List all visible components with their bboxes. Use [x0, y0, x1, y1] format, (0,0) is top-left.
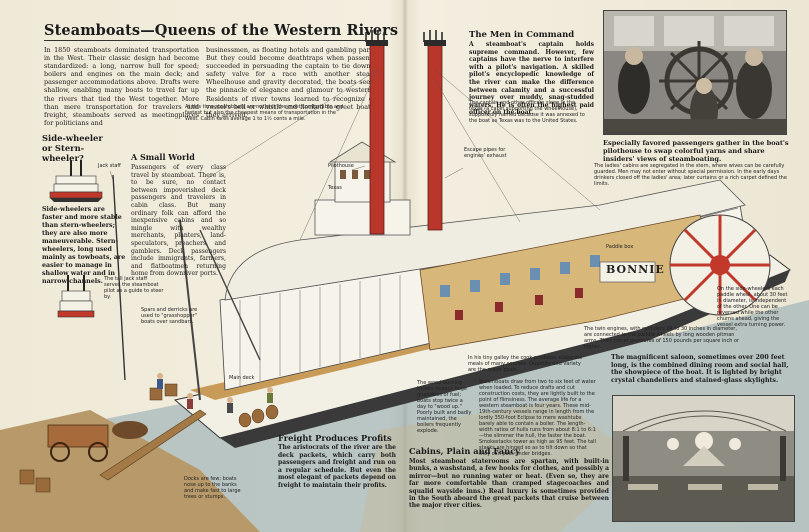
escape-pipes-label: Escape pipes for engines' exhaust	[464, 147, 507, 159]
pilothouse-label: Pilothouse	[328, 163, 354, 169]
stern-wheeler-illustration	[56, 273, 96, 323]
draft-callout: Steamboats draw from two to six feet of …	[479, 379, 596, 457]
freight-text: The aristocrats of the river are the dec…	[278, 444, 396, 489]
saloon-photo	[612, 395, 795, 522]
men-in-command-heading: The Men in Command	[469, 30, 575, 40]
page-gutter	[402, 0, 408, 532]
side-wheeler-illustration	[46, 158, 106, 203]
cabins-heading: Cabins, Plain and Fancy	[409, 446, 521, 456]
ladies-cabins-callout: The ladies' cabins are segregated in the…	[594, 163, 787, 187]
sidebar-heading: Side-wheeler or Stern-wheeler?	[42, 133, 103, 163]
spars-callout: Spars and derricks are used to "grasshop…	[141, 307, 198, 325]
intro-left-column: In 1850 steamboats dominated transportat…	[44, 46, 199, 127]
page-title: Steamboats—Queens of the Western Rivers	[44, 22, 399, 39]
title-rule	[44, 40, 379, 41]
twin-engines-callout: The twin engines, with cylinders 24 to 3…	[584, 326, 740, 350]
texas-label: Texas	[328, 185, 342, 191]
jack-staff-label: Jack staff	[98, 163, 121, 169]
side-wheelers-callout: On the side-wheelers each paddle wheel, …	[717, 286, 788, 328]
freight-heading: Freight Produces Profits	[278, 433, 392, 443]
saloon-caption: The magnificent saloon, sometimes over 2…	[611, 354, 789, 385]
docks-callout: Docks are few; boats nose up to the bank…	[184, 476, 241, 500]
pilothouse-photo-caption: Especially favored passengers gather in …	[603, 139, 789, 164]
boat-name: BONNIE	[606, 263, 665, 276]
sidebar-text: Side-wheelers are faster and more stable…	[42, 206, 126, 285]
galley-callout: In his tiny galley the cook produces ela…	[468, 355, 583, 373]
jack-staff-callout: The tall jack staff serves the steamboat…	[104, 276, 164, 300]
boilers-callout: The wood-burning boilers devour huge qua…	[417, 380, 472, 434]
small-world-heading: A Small World	[131, 152, 195, 162]
texas-officers-callout: The captain and other officers sleep in …	[469, 100, 585, 124]
cabins-text: Most steamboat staterooms are spartan, w…	[409, 458, 609, 510]
pilothouse-photo	[603, 10, 787, 135]
small-world-text: Passengers of every class travel by stea…	[131, 164, 226, 278]
cabin-fare-callout: At this time steamboats are not only the…	[185, 104, 344, 122]
main-deck-label: Main deck	[229, 375, 255, 381]
paddle-box-label: Paddle box	[606, 244, 634, 250]
